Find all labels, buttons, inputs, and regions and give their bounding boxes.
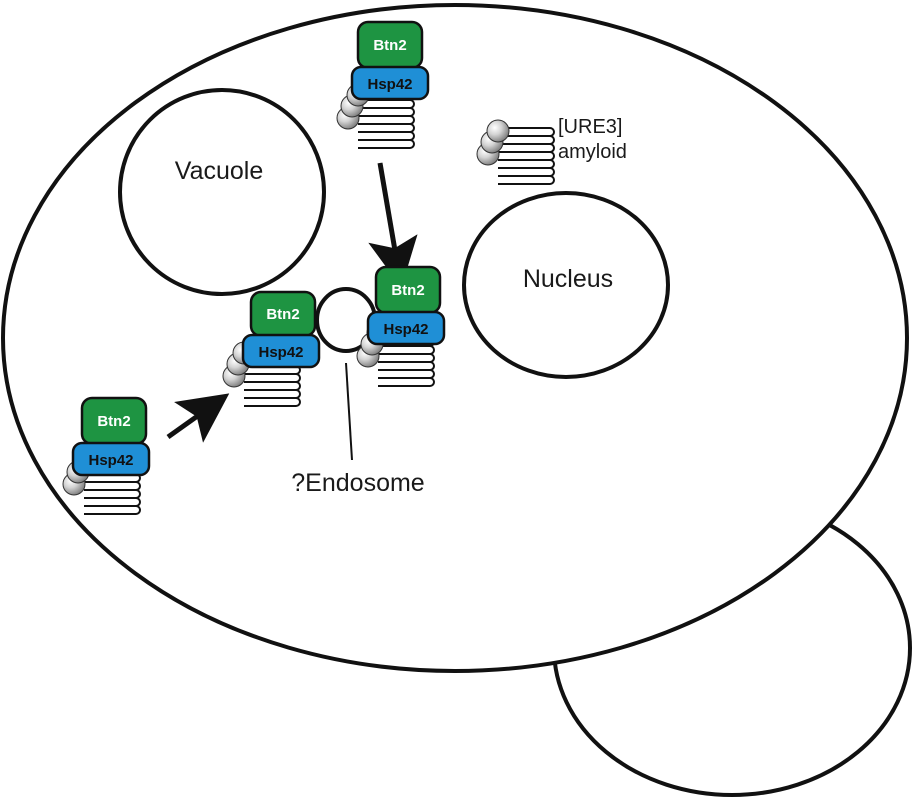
hsp42-box-top <box>350 65 430 101</box>
hsp42-box-bottom-left <box>71 441 151 477</box>
complex-endosome-left: Btn2 Hsp42 <box>222 290 321 407</box>
btn2-label-top: Btn2 <box>373 37 406 54</box>
amyloid-label-line1: [URE3] <box>558 116 622 138</box>
btn2-label-endosome-left: Btn2 <box>266 306 299 323</box>
complex-endosome-right: Btn2 Hsp42 <box>356 265 446 387</box>
complex-top: Btn2 Hsp42 <box>336 20 430 149</box>
btn2-label-bottom-left: Btn2 <box>97 413 130 430</box>
nucleus-circle <box>462 191 670 379</box>
mother-cell-outline <box>1 3 909 673</box>
hsp42-box-endosome-left <box>241 333 321 369</box>
hsp42-label-bottom-left: Hsp42 <box>88 452 133 469</box>
complex-bottom-left: Btn2 Hsp42 <box>62 396 151 515</box>
amyloid-label-line2: amyloid <box>558 141 627 163</box>
hsp42-box-endosome-right <box>366 310 446 346</box>
endosome-label: ?Endosome <box>291 469 424 497</box>
hsp42-label-endosome-right: Hsp42 <box>383 321 428 338</box>
endosome-pointer-line <box>345 362 353 461</box>
nucleus-label: Nucleus <box>523 265 613 293</box>
arrow-up-right <box>166 393 230 443</box>
arrow-down <box>368 162 418 288</box>
vacuole-label: Vacuole <box>175 157 264 185</box>
hsp42-label-top: Hsp42 <box>367 76 412 93</box>
btn2-label-endosome-right: Btn2 <box>391 282 424 299</box>
hsp42-label-endosome-left: Hsp42 <box>258 344 303 361</box>
vacuole-circle <box>118 88 326 296</box>
